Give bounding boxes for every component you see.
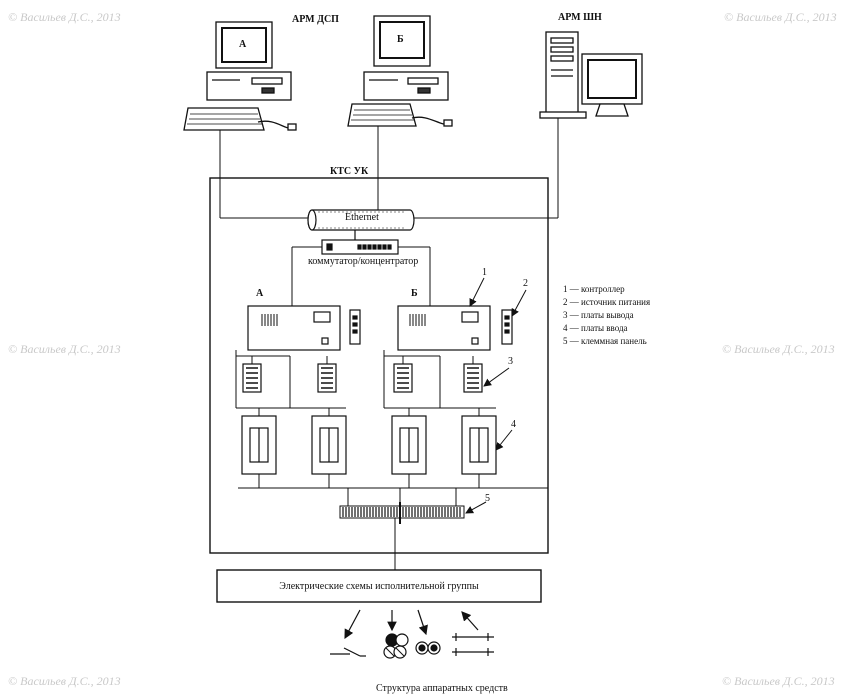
legend-item-2: 2 — источник питания: [563, 297, 651, 307]
watermark-top-left: © Васильев Д.С., 2013: [8, 10, 121, 24]
callout-1: 1: [482, 267, 487, 278]
workstation-shn: [539, 31, 643, 119]
watermark-mid-left: © Васильев Д.С., 2013: [8, 342, 121, 356]
kts-uk-frame: [209, 177, 549, 554]
diagram-caption: Структура аппаратных средств: [376, 683, 508, 694]
watermark-top-right: © Васильев Д.С., 2013: [724, 10, 837, 24]
rack-b: [391, 305, 513, 475]
watermark-bottom-left: © Васильев Д.С., 2013: [8, 674, 121, 688]
switch-label: коммутатор/концентратор: [308, 256, 419, 267]
ethernet-label: Ethernet: [345, 212, 379, 223]
rack-a-label: А: [256, 288, 264, 299]
kts-uk-label: КТС УК: [330, 166, 369, 177]
workstation-a: [183, 21, 297, 131]
callout-2: 2: [523, 278, 528, 289]
arm-dsp-label: АРМ ДСП: [292, 14, 339, 25]
legend-item-1: 1 — контроллер: [563, 284, 625, 294]
legend-item-4: 4 — платы ввода: [563, 323, 628, 333]
screen-b-label: Б: [397, 34, 404, 45]
legend-item-3: 3 — платы вывода: [563, 310, 634, 320]
executive-group-box: [216, 569, 542, 603]
rack-a: [241, 305, 361, 475]
callout-4: 4: [511, 419, 516, 430]
screen-a-label: А: [239, 39, 247, 50]
ethernet-bus: [307, 209, 415, 231]
legend: 1 — контроллер 2 — источник питания 3 — …: [563, 283, 650, 348]
executive-group-label: Электрические схемы исполнительной групп…: [279, 581, 479, 592]
field-devices: [330, 609, 494, 659]
arm-shn-label: АРМ ШН: [558, 12, 602, 23]
legend-item-5: 5 — клеммная панель: [563, 336, 647, 346]
workstation-b: [347, 15, 453, 127]
watermark-mid-right: © Васильев Д.С., 2013: [722, 342, 835, 356]
watermark-bottom-right: © Васильев Д.С., 2013: [722, 674, 835, 688]
terminal-panel: [339, 502, 465, 524]
rack-b-label: Б: [411, 288, 418, 299]
callout-5: 5: [485, 493, 490, 504]
callout-3: 3: [508, 356, 513, 367]
switch-device: [321, 230, 399, 255]
